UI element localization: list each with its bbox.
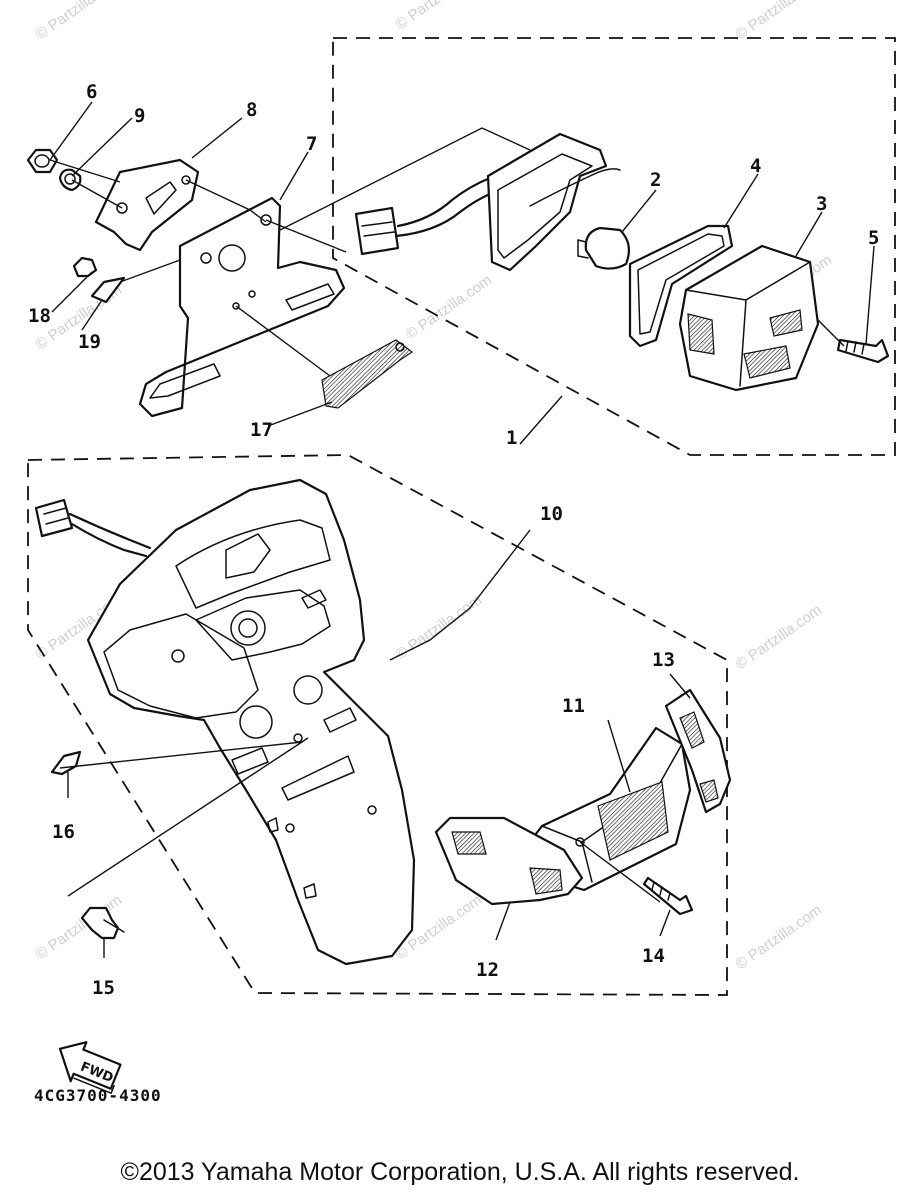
callout-15: 15 (92, 977, 115, 999)
screw-part-14 (642, 876, 694, 916)
callout-17: 17 (250, 419, 273, 441)
callout-1: 1 (506, 427, 517, 449)
watermark-text: © Partzilla.com (403, 271, 496, 343)
reflector-part-17 (321, 339, 414, 409)
callout-8: 8 (246, 99, 257, 121)
watermark-text: © Partzilla.com (733, 601, 826, 673)
gasket-part-4 (628, 224, 734, 348)
callout-7: 7 (306, 133, 317, 155)
lens-part-3 (678, 244, 820, 392)
copyright-notice: ©2013 Yamaha Motor Corporation, U.S.A. A… (120, 1158, 800, 1186)
callout-14: 14 (642, 945, 665, 967)
bolt-part-18 (72, 256, 98, 278)
bulb-part-2 (577, 226, 631, 270)
nut-part-6 (26, 148, 59, 174)
watermark-text: © Partzilla.com (33, 0, 126, 43)
watermark-text: © Partzilla.com (733, 901, 826, 973)
diagram-code: 4CG3700-4300 (34, 1086, 162, 1105)
top-leader-lines (49, 101, 875, 445)
watermark-text: © Partzilla.com (733, 0, 826, 43)
watermarks: © Partzilla.com © Partzilla.com © Partzi… (33, 0, 836, 973)
callout-12: 12 (476, 959, 499, 981)
bolt-part-15 (80, 906, 125, 940)
callout-9: 9 (134, 105, 145, 127)
callout-10: 10 (540, 503, 563, 525)
lens-part-12 (434, 816, 584, 906)
bracket-part-7 (138, 196, 346, 418)
callout-19: 19 (78, 331, 101, 353)
collar-part-9 (58, 168, 82, 192)
callout-3: 3 (816, 193, 827, 215)
bottom-leader-lines (59, 529, 691, 958)
assembly-1-outline (332, 37, 896, 456)
callout-6: 6 (86, 81, 97, 103)
taillight-housing-part-10 (86, 478, 416, 966)
bracket-part-8 (94, 158, 200, 252)
callout-11: 11 (562, 695, 585, 717)
watermark-text: © Partzilla.com (393, 0, 486, 33)
callout-18: 18 (28, 305, 51, 327)
lamp-housing (354, 132, 621, 272)
clip-part-16 (50, 750, 82, 776)
screw-part-5 (836, 338, 890, 364)
callout-13: 13 (652, 649, 675, 671)
callout-5: 5 (868, 227, 879, 249)
lens-part-13 (664, 688, 732, 814)
fwd-arrow-icon: FWD (58, 1041, 122, 1094)
callout-2: 2 (650, 169, 661, 191)
callouts: 1 2 3 4 5 6 7 8 9 10 11 12 13 14 15 16 1… (28, 81, 879, 999)
callout-4: 4 (750, 155, 761, 177)
taillight-connector (34, 498, 152, 558)
assembly-10-outline (27, 454, 728, 996)
callout-16: 16 (52, 821, 75, 843)
